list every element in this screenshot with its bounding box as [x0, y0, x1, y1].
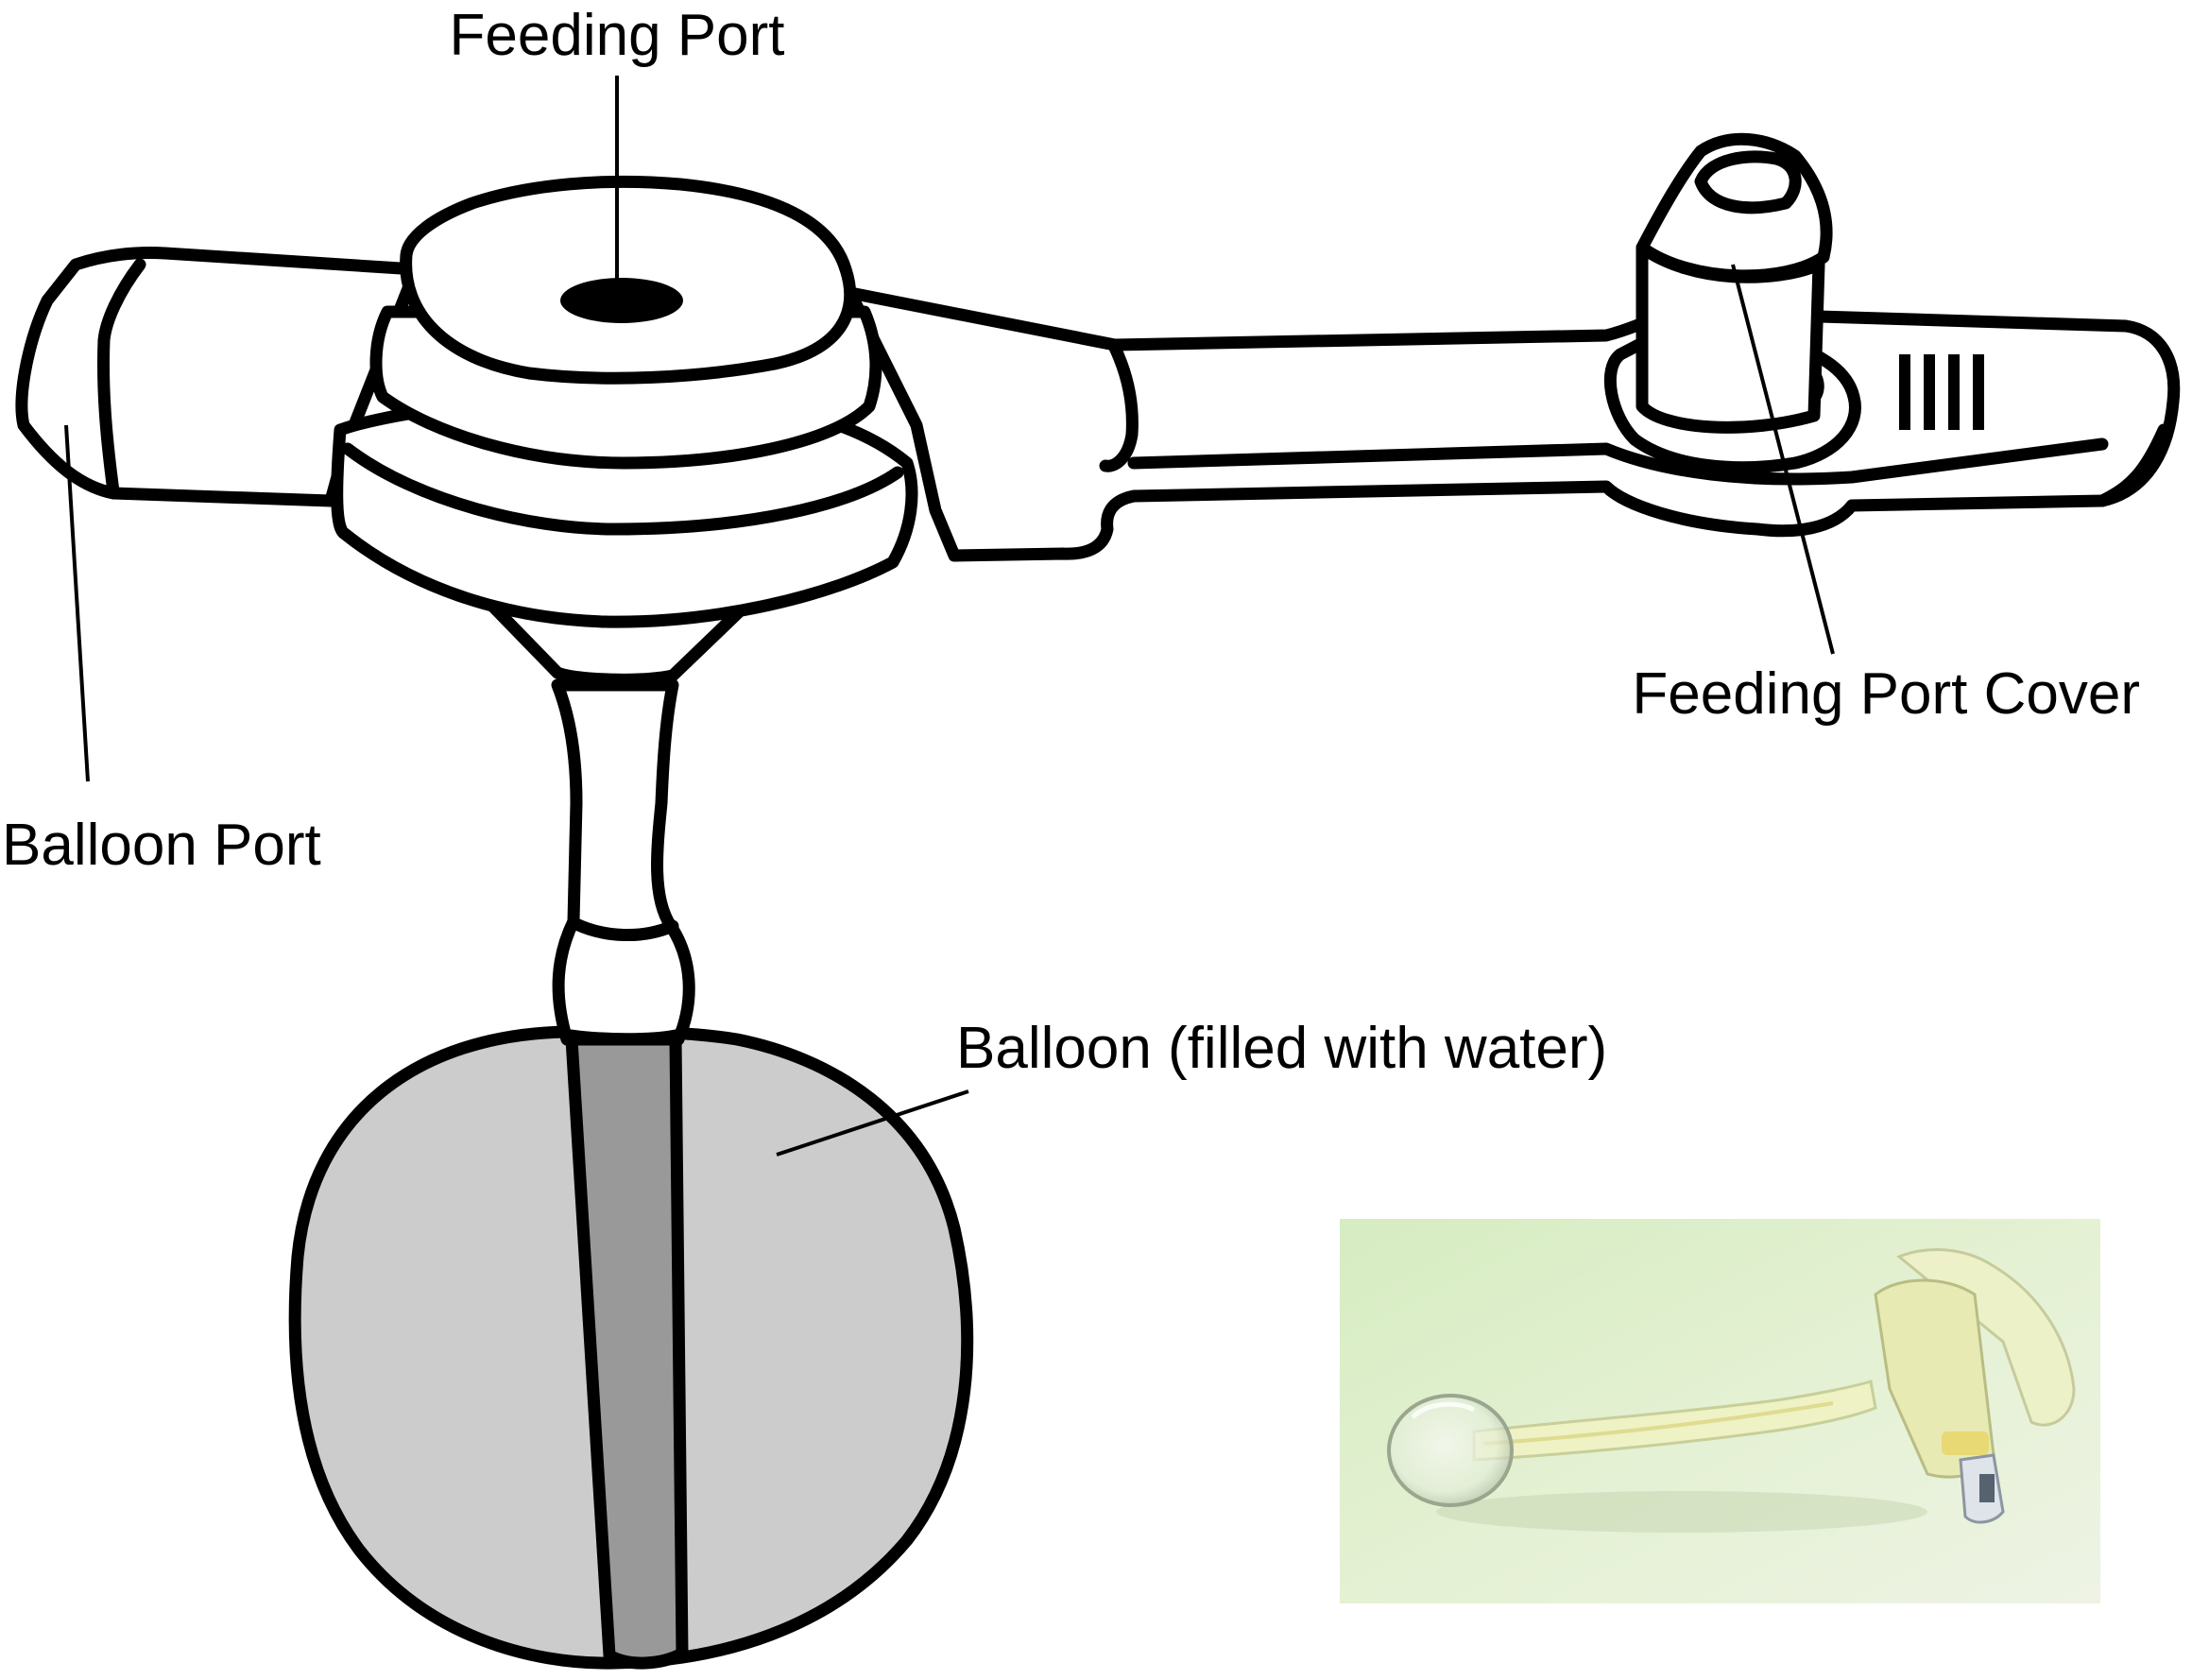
balloon-inner-tube: [565, 1033, 689, 1670]
labels: Feeding Port Feeding Port Cover Balloon …: [2, 3, 2140, 1081]
stem: [551, 678, 695, 1046]
label-feeding-port-cover: Feeding Port Cover: [1632, 661, 2140, 727]
balloon: [288, 1024, 974, 1670]
hub: [331, 175, 918, 686]
label-feeding-port: Feeding Port: [450, 3, 785, 68]
balloon-port-arm: [15, 247, 422, 507]
feeding-port-opening: [560, 278, 683, 323]
label-balloon: Balloon (filled with water): [956, 1016, 1607, 1081]
device-photo: [1340, 1219, 2100, 1603]
label-balloon-port: Balloon Port: [2, 813, 321, 878]
strap-grip-marks: [1899, 354, 1984, 430]
leader-lines: [64, 76, 1835, 1157]
feeding-port-cover: [1603, 132, 1861, 474]
strap-arm: [844, 286, 2181, 562]
